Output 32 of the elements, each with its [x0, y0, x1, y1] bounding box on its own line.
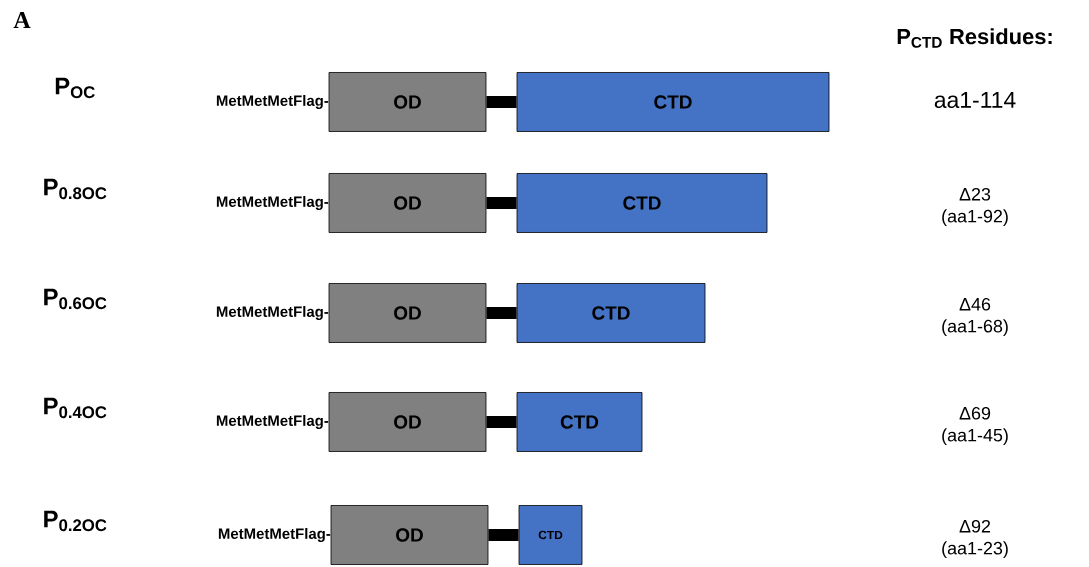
domain-box: CTD — [516, 283, 706, 343]
residue-label: Δ23 (aa1-92) — [942, 187, 1008, 227]
linker — [486, 416, 517, 428]
tag-label: MetMetMetFlag- — [218, 528, 331, 542]
domain-box: CTD — [516, 173, 768, 233]
column-heading: P$_{CTD}$ Residues: — [897, 28, 1052, 48]
tag-label: MetMetMetFlag- — [216, 196, 329, 210]
tag-label: MetMetMetFlag- — [216, 415, 329, 429]
residue-label: Δ69 (aa1-45) — [942, 406, 1008, 446]
tag-label: MetMetMetFlag- — [216, 95, 329, 109]
domain-box: CTD — [516, 392, 643, 452]
panel-letter: A — [13, 12, 31, 28]
construct-label: P$_{0.8OC}$ — [44, 178, 107, 200]
tag-label: MetMetMetFlag- — [216, 306, 329, 320]
linker — [486, 197, 517, 209]
linker — [486, 96, 517, 108]
domain-box: OD — [328, 72, 487, 132]
domain-box: CTD — [516, 72, 830, 132]
construct-label: P$_{0.2OC}$ — [44, 510, 107, 532]
domain-box: OD — [328, 173, 487, 233]
construct-label: P$_{0.6OC}$ — [44, 288, 107, 310]
residue-label: aa1-114 — [934, 92, 1016, 108]
domain-box: OD — [330, 505, 489, 565]
residue-label: Δ92 (aa1-23) — [942, 519, 1008, 559]
domain-box: OD — [328, 392, 487, 452]
construct-label: P$_{OC}$ — [55, 77, 95, 99]
linker — [486, 307, 517, 319]
construct-label: P$_{0.4OC}$ — [44, 397, 107, 419]
domain-box: CTD — [518, 505, 583, 565]
linker — [488, 529, 519, 541]
domain-box: OD — [328, 283, 487, 343]
residue-label: Δ46 (aa1-68) — [942, 297, 1008, 337]
